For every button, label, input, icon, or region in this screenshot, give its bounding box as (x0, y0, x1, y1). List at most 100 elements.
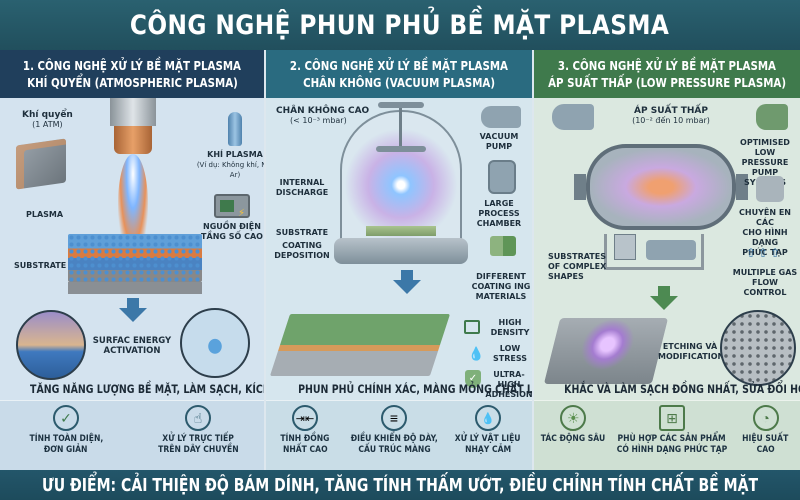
gauge-icon: ◔ (752, 405, 779, 431)
power-label: NGUỒN ĐIỆN TẦNG SỐ CAO (201, 222, 263, 241)
etched-block-icon (543, 318, 669, 384)
pressure-label: CHÂN KHÔNG CAO (< 10⁻³ mbar) (276, 106, 370, 125)
substrate-base (68, 282, 202, 294)
feature-item: 💧 XỬ LÝ VẬT LIỆU NHẠY CẢM (448, 405, 528, 456)
nozzle-tip (114, 126, 152, 154)
plasma-label: PLASMA (26, 210, 64, 219)
panel-atmospheric-plasma: 1. CÔNG NGHỆ XỬ LÝ BỀ MẶT PLASMA KHÍ QUY… (0, 50, 264, 470)
feature-item: ☝ XỬ LÝ TRỰC TIẾP TRÊN DÂY CHUYỀN (153, 405, 243, 456)
feature-item: ≡ ĐIỀU KHIỂN ĐỘ DÀY, CẤU TRÚC MÀNG (348, 405, 440, 456)
chamber-cap (378, 102, 424, 108)
power-supply-icon: ⚡ (214, 194, 250, 219)
process-chamber-label: LARGE PROCESS CHAMBER (476, 199, 522, 228)
low-pressure-pump-icon (756, 104, 788, 130)
chamber-flange-left (574, 174, 586, 200)
feature-item: ◔ HIỆU SUẤT CAO (736, 405, 796, 456)
panel-caption: TĂNG NĂNG LƯỢNG BỀ MẶT, LÀM SẠCH, KÍCH H… (30, 382, 264, 396)
rough-surface-icon (16, 138, 66, 190)
panel-header: 3. CÔNG NGHỆ XỬ LÝ BỀ MẶT PLASMA ÁP SUẤT… (534, 50, 800, 98)
gas-valves-icon: ⇧⇧⇧ (746, 246, 783, 260)
header-line: 2. CÔNG NGHỆ XỬ LÝ BỀ MẶT PLASMA (289, 58, 509, 73)
panel-header: 1. CÔNG NGHỆ XỬ LÝ BỀ MẶT PLASMA KHÍ QUY… (0, 50, 264, 98)
vacuum-pump-icon (481, 106, 521, 128)
pressure-label: Khí quyển (1 ATM) (22, 110, 73, 129)
horizontal-chamber-icon (586, 144, 736, 230)
layers-control-icon: ≡ (381, 405, 407, 431)
down-arrow-icon (119, 308, 147, 322)
adhesion-label: ULTRA-HIGH ADHESION (485, 370, 532, 399)
activation-label: SURFAC ENERGY ACTIVATION (92, 336, 172, 356)
panel-caption: PHUN PHỦ CHÍNH XÁC, MÀNG MỎNG CHẤT LƯỢNG… (298, 382, 532, 396)
etching-label: ETCHING VÀ MODIFICATION (658, 342, 725, 361)
gas-cylinder-icon (228, 112, 242, 146)
down-arrow-stem (127, 298, 139, 308)
coating-materials-icon (490, 236, 516, 256)
control-panel-icon (614, 234, 636, 260)
transfer-gear-icon (756, 176, 784, 202)
panel-caption: KHẮC VÀ LÀM SẠCH ĐỒNG NHẤT, SỬA ĐỔI HOÁ … (564, 382, 800, 396)
substrate-atoms-icon (68, 234, 202, 282)
advantages-text: ƯU ĐIỂM: CẢI THIỆN ĐỘ BÁM DÍNH, TĂNG TÍN… (41, 474, 759, 496)
uniformity-icon: ⇥⇤ (292, 405, 318, 431)
high-density-label: HIGH DENSITY (490, 318, 530, 337)
substrates-label: SUBSTRATES OF COMPLEX SHAPES (548, 252, 607, 281)
pump-unit (646, 240, 696, 260)
coated-layer-slab-icon (269, 314, 451, 376)
droplet-icon: 💧 (468, 346, 485, 361)
substrate-plate (366, 226, 436, 236)
transfer-label: CHUYÊN EN CÁC CHO HÌNH DẠNG PHỨC TẠP (739, 208, 791, 257)
down-arrow-icon (650, 296, 678, 310)
panel-vacuum-plasma: 2. CÔNG NGHỆ XỬ LÝ BỀ MẶT PLASMA CHÂN KH… (266, 50, 532, 470)
coating-deposition-label: COATING DEPOSITION (274, 241, 330, 260)
down-arrow-stem (658, 286, 670, 296)
feature-row: ✓ TÍNH TOÀN DIỆN, ĐƠN GIẢN ☝ XỬ LÝ TRỰC … (0, 400, 264, 470)
coating-materials-label: DIFFERENT COATING ING MATERIALS (471, 272, 531, 301)
header-line: ÁP SUẤT THẤP (LOW PRESSURE PLASMA) (548, 75, 786, 90)
top-electrode (376, 146, 426, 152)
touch-icon: ☝ (185, 405, 211, 431)
feature-row: ☀ TÁC ĐỘNG SÂU ⊞ PHÙ HỢP CÁC SẢN PHẨM CÓ… (534, 400, 800, 470)
page-title: CÔNG NGHỆ PHUN PHỦ BỀ MẶT PLASMA (130, 9, 670, 41)
grid-arrows-icon: ⊞ (658, 405, 685, 431)
low-stress-label: LOW STRESS (492, 344, 527, 363)
water-droplet-circle (180, 308, 250, 378)
shield-check-icon: ✓ (465, 370, 481, 388)
gas-flow-label: MULTIPLE GAS FLOW CONTROL (732, 268, 798, 297)
title-bar: CÔNG NGHỆ PHUN PHỦ BỀ MẶT PLASMA (0, 0, 800, 50)
panel-low-pressure-plasma: 3. CÔNG NGHỆ XỬ LÝ BỀ MẶT PLASMA ÁP SUẤT… (534, 50, 800, 470)
vacuum-pump-label: VACUUM PUMP (479, 132, 519, 151)
atom-closeup-circle (16, 310, 86, 380)
electrode-rod (399, 108, 402, 146)
sun-icon: ☀ (560, 405, 587, 431)
internal-discharge-label: INTERNAL DISCHARGE (275, 178, 329, 197)
substrate-label: SUBSTRATE (275, 228, 329, 237)
substrate-label: SUBSTRATE (14, 261, 67, 270)
check-icon: ✓ (53, 405, 79, 431)
panel-header: 2. CÔNG NGHỆ XỬ LÝ BỀ MẶT PLASMA CHÂN KH… (266, 50, 532, 98)
sensitive-material-icon: 💧 (475, 405, 501, 431)
layers-icon (464, 320, 480, 334)
feature-item: ✓ TÍNH TOÀN DIỆN, ĐƠN GIẢN (21, 405, 111, 456)
chamber-frame (604, 234, 704, 270)
down-arrow-icon (393, 280, 421, 294)
low-pressure-illustration: ÁP SUẤT THẤP (10⁻² đến 10 mbar) OPTIMISE… (534, 98, 800, 400)
atmospheric-illustration: Khí quyển (1 ATM) KHÍ PLASMA (Ví dụ: Khô… (0, 98, 264, 400)
chamber-base (334, 238, 468, 264)
advantages-footer: ƯU ĐIỂM: CẢI THIỆN ĐỘ BÁM DÍNH, TĂNG TÍN… (0, 470, 800, 500)
header-line: KHÍ QUYỂN (ATMOSPHERIC PLASMA) (26, 75, 238, 90)
down-arrow-stem (401, 270, 413, 280)
process-chamber-icon (488, 160, 516, 194)
vacuum-illustration: CHÂN KHÔNG CAO (< 10⁻³ mbar) INTERNAL DI… (266, 98, 532, 400)
pump-motor-icon (552, 104, 594, 130)
etched-surface-circle (720, 310, 796, 386)
feature-item: ⇥⇤ TÍNH ĐỒNG NHẤT CAO (270, 405, 340, 456)
pressure-label: ÁP SUẤT THẤP (10⁻² đến 10 mbar) (632, 106, 710, 125)
chamber-flange-right (736, 174, 748, 200)
feature-item: ☀ TÁC ĐỘNG SÂU (538, 405, 608, 445)
header-line: 1. CÔNG NGHỆ XỬ LÝ BỀ MẶT PLASMA (22, 58, 242, 73)
feature-item: ⊞ PHÙ HỢP CÁC SẢN PHẨM CÓ HÌNH DẠNG PHỨC… (617, 405, 727, 456)
header-line: 3. CÔNG NGHỆ XỬ LÝ BỀ MẶT PLASMA (557, 58, 777, 73)
feature-row: ⇥⇤ TÍNH ĐỒNG NHẤT CAO ≡ ĐIỀU KHIỂN ĐỘ DÀ… (266, 400, 532, 470)
header-line: CHÂN KHÔNG (VACUUM PLASMA) (303, 75, 495, 90)
gas-label: KHÍ PLASMA (Ví dụ: Không khí, N2, Ar) (196, 150, 264, 179)
